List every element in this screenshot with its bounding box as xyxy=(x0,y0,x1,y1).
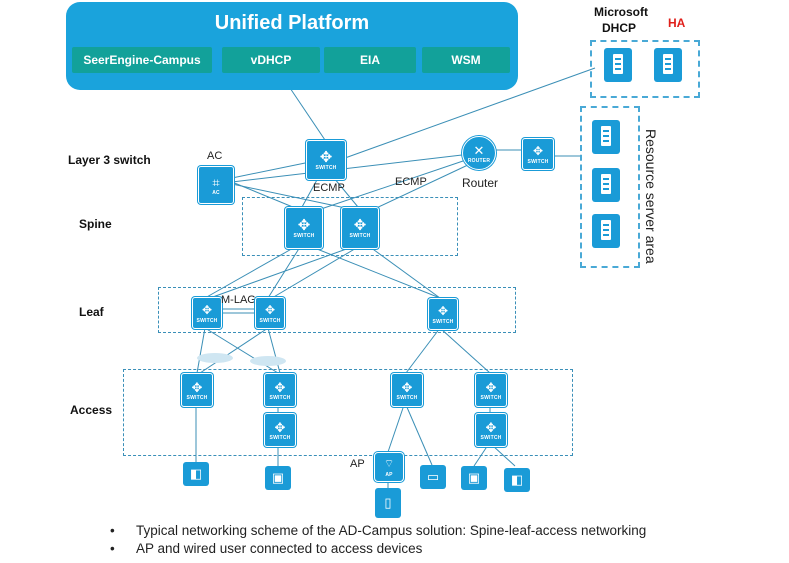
desktop-icon: ▣ xyxy=(461,466,487,490)
spine-switch-icon: ✥SWITCH xyxy=(341,207,379,249)
resource-server-icon xyxy=(592,168,620,202)
desktop-icon: ▣ xyxy=(265,466,291,490)
access-point-icon: ⌔AP xyxy=(374,452,404,482)
spine-group xyxy=(242,197,458,256)
leaf-switch-icon: ✥SWITCH xyxy=(255,297,285,329)
module-vdhcp: vDHCP xyxy=(222,47,320,73)
resource-server-icon xyxy=(592,214,620,248)
access-switch-icon: ✥SWITCH xyxy=(475,413,507,447)
ecmp-label-1: ECMP xyxy=(313,182,345,194)
resource-area-label: Resource server area xyxy=(643,129,659,264)
access-switch-icon: ✥SWITCH xyxy=(181,373,213,407)
ac-device-icon: ⌗ AC xyxy=(198,166,234,204)
unified-platform-panel: Unified Platform SeerEngine-Campus vDHCP… xyxy=(66,2,518,90)
ap-label: AP xyxy=(350,458,365,470)
leaf-switch-icon: ✥SWITCH xyxy=(428,298,458,330)
access-group xyxy=(123,369,573,456)
module-seerengine-campus: SeerEngine-Campus xyxy=(72,47,212,73)
access-switch-icon: ✥SWITCH xyxy=(391,373,423,407)
spine-switch-icon: ✥SWITCH xyxy=(285,207,323,249)
dhcp-ha-group xyxy=(590,40,700,98)
module-eia: EIA xyxy=(324,47,416,73)
access-switch-icon: ✥SWITCH xyxy=(475,373,507,407)
ha-label: HA xyxy=(668,16,686,30)
ac-label: AC xyxy=(207,150,223,162)
access-switch-icon: ✥SWITCH xyxy=(264,413,296,447)
bullet-item: •AP and wired user connected to access d… xyxy=(110,541,423,556)
access-switch-icon: ✥SWITCH xyxy=(264,373,296,407)
camera-icon: ◧ xyxy=(183,462,209,486)
stack-ellipse xyxy=(250,356,286,366)
leaf-switch-icon: ✥SWITCH xyxy=(192,297,222,329)
platform-title: Unified Platform xyxy=(214,12,370,34)
l3-switch-icon: ✥SWITCH xyxy=(306,140,346,180)
dhcp-server-icon xyxy=(604,48,632,82)
camera-icon: ◧ xyxy=(504,468,530,492)
mlag-label: M-LAG xyxy=(221,294,256,306)
layer-leaf-label: Leaf xyxy=(79,305,104,319)
stack-ellipse xyxy=(197,353,233,363)
dhcp-server-icon xyxy=(654,48,682,82)
dhcp-label-line2: DHCP xyxy=(602,21,637,35)
module-wsm: WSM xyxy=(422,47,510,73)
resource-server-area xyxy=(580,106,640,268)
dhcp-label-line1: Microsoft xyxy=(594,5,648,19)
layer-spine-label: Spine xyxy=(79,217,112,231)
bullet-item: •Typical networking scheme of the AD-Cam… xyxy=(110,523,647,538)
laptop-icon: ▭ xyxy=(420,465,446,489)
phone-icon: ▯ xyxy=(375,488,401,518)
layer-access-label: Access xyxy=(70,403,113,417)
ecmp-label-2: ECMP xyxy=(395,176,427,188)
layer-l3-label: Layer 3 switch xyxy=(68,153,151,167)
router-label: Router xyxy=(462,176,499,190)
router-icon: ✕ROUTER xyxy=(462,136,496,170)
resource-switch-icon: ✥SWITCH xyxy=(522,138,554,170)
resource-server-icon xyxy=(592,120,620,154)
bullet-notes: •Typical networking scheme of the AD-Cam… xyxy=(110,522,646,558)
leaf-group xyxy=(158,287,516,333)
